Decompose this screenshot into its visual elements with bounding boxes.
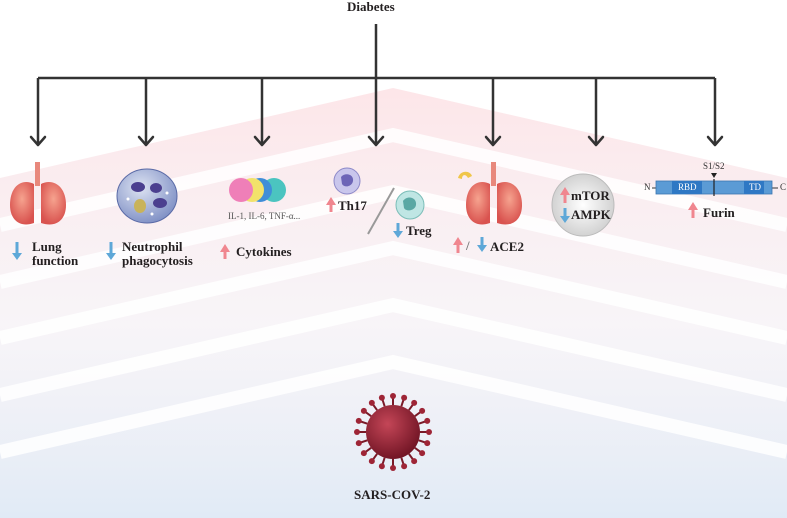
treg-cell-icon <box>395 190 425 220</box>
ampk-label: AMPK <box>571 207 611 222</box>
ace2-label: ACE2 <box>490 239 524 254</box>
th17-cell-icon <box>333 167 361 195</box>
spike-td-label: TD <box>749 182 761 192</box>
lung-ace2-icon <box>458 162 522 225</box>
spike-c-terminus: C <box>780 182 787 192</box>
up-arrow-mtor <box>560 187 570 203</box>
down-arrow-treg <box>393 223 403 238</box>
down-arrow-lung <box>12 242 22 260</box>
cytokines-label: Cytokines <box>236 244 292 259</box>
up-arrow-cytokines <box>220 244 230 259</box>
up-arrow-ace2 <box>453 237 463 253</box>
ace2-separator: / <box>466 238 470 253</box>
neutrophil-icon <box>116 168 178 224</box>
spike-rbd-label: RBD <box>678 182 697 192</box>
up-arrow-furin <box>688 202 698 218</box>
lung-icon <box>10 162 66 225</box>
arrowheads <box>29 135 724 147</box>
bottom-label: SARS-COV-2 <box>354 487 431 502</box>
virus-icon <box>354 393 432 471</box>
indicator-arrows <box>12 187 698 260</box>
lung-function-label-1: Lung <box>32 239 62 254</box>
neutrophil-label-1: Neutrophil <box>122 239 183 254</box>
spike-n-terminus: N <box>644 182 651 192</box>
cytokine-sublabel: IL-1, IL-6, TNF-α... <box>228 211 301 221</box>
furin-label: Furin <box>703 205 735 220</box>
th17-label: Th17 <box>338 198 367 213</box>
spike-protein-diagram <box>652 173 778 196</box>
tree-connectors <box>36 24 717 144</box>
down-arrow-ampk <box>560 208 570 223</box>
cytokine-icon <box>229 178 286 202</box>
up-arrow-th17 <box>326 197 336 212</box>
lung-function-label-2: function <box>32 253 79 268</box>
mtor-label: mTOR <box>571 188 610 203</box>
neutrophil-label-2: phagocytosis <box>122 253 193 268</box>
treg-label: Treg <box>406 223 432 238</box>
mtor-cell-icon <box>551 173 615 237</box>
down-arrow-neutrophil <box>106 242 116 260</box>
spike-cleavage-site: S1/S2 <box>703 161 725 171</box>
th17-treg-divider <box>367 187 395 235</box>
down-arrow-ace2 <box>477 237 487 252</box>
root-label: Diabetes <box>347 0 395 14</box>
